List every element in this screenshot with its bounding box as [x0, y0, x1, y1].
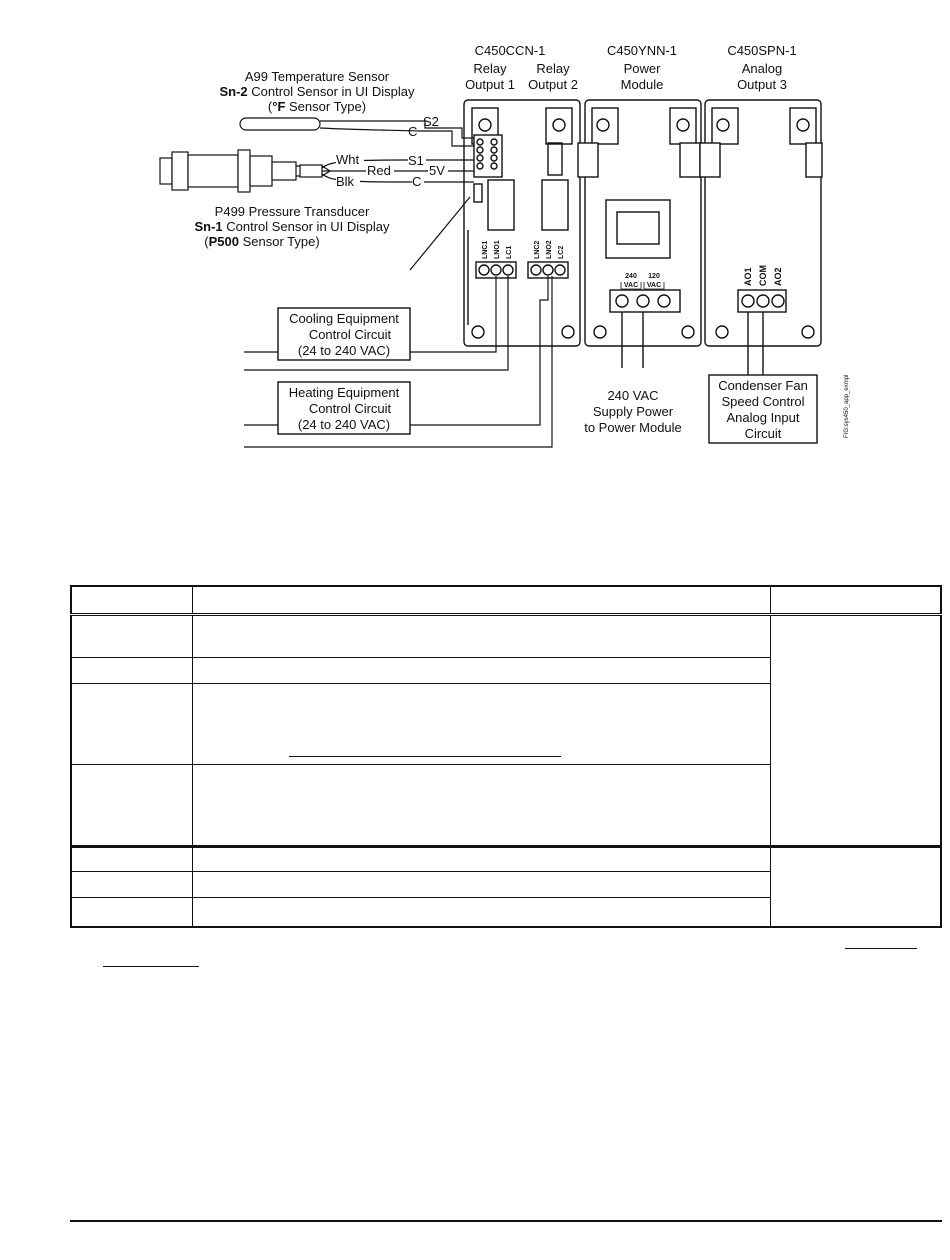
table-row — [70, 845, 942, 927]
specification-table — [70, 585, 942, 928]
power-module — [577, 99, 702, 368]
table-row — [70, 871, 941, 898]
pressure-sensor-type: (P500 Sensor Type) — [204, 234, 319, 249]
wire-label-blk: Blk — [336, 174, 355, 189]
wire-label-wht: Wht — [336, 152, 360, 167]
table-cell — [70, 897, 193, 927]
relay-output2-line1: Relay — [536, 61, 570, 76]
table-cell — [70, 614, 193, 658]
table-cell — [769, 845, 942, 927]
condenser-box-line4: Circuit — [745, 426, 782, 441]
table-header-cell — [70, 585, 193, 616]
relay-output1-line1: Relay — [473, 61, 507, 76]
power-module-line2: Module — [621, 77, 664, 92]
wire-label-s2: S2 — [423, 114, 439, 129]
table-cell — [191, 764, 771, 847]
power-terminal-240: 240 — [625, 273, 637, 280]
cooling-box — [277, 307, 411, 361]
table-cell — [769, 614, 942, 847]
footer-rule — [70, 1220, 942, 1222]
condenser-box-line2: Speed Control — [721, 394, 804, 409]
table-cell — [191, 683, 771, 765]
supply-power-line3: to Power Module — [584, 420, 682, 435]
underline-fragment — [103, 966, 199, 967]
terminal-lno2: LNO2 — [546, 240, 553, 259]
table-row — [70, 897, 941, 927]
temperature-sensor-probe — [239, 117, 474, 147]
table-row — [70, 683, 941, 765]
analog-module — [699, 99, 823, 375]
power-module-line1: Power — [624, 61, 662, 76]
terminal-label-5v: 5V — [429, 163, 445, 178]
underline-fragment — [289, 756, 561, 757]
table-cell — [70, 764, 193, 847]
table-header-cell — [769, 585, 942, 616]
table-row — [70, 614, 942, 847]
wire-label-red: Red — [367, 163, 391, 178]
wire-label-c-temp: C — [408, 124, 417, 139]
terminal-label-s1: S1 — [408, 153, 424, 168]
terminal-lnc2: LNC2 — [534, 241, 541, 259]
analog-module-line1: Analog — [742, 61, 782, 76]
table-header-cell — [191, 585, 771, 616]
underline-fragment — [845, 948, 917, 949]
condenser-box — [708, 374, 818, 444]
figure-code: FIG:sys450_app_exmpl — [844, 375, 850, 438]
table-cell — [70, 845, 193, 872]
terminal-lc2: LC2 — [558, 246, 565, 259]
table-cell — [70, 871, 193, 898]
temp-sensor-label: A99 Temperature Sensor — [245, 69, 390, 84]
condenser-box-line3: Analog Input — [726, 410, 799, 425]
condenser-box-line1: Condenser Fan — [718, 378, 808, 393]
temp-sensor-role: Sn-2 Control Sensor in UI Display — [219, 84, 415, 99]
table-cell — [191, 614, 771, 658]
power-terminal-120-vac: VAC — [647, 282, 661, 289]
relay-module — [463, 99, 581, 347]
table-row — [70, 764, 941, 847]
power-terminal-120: 120 — [648, 273, 660, 280]
power-terminal-240-vac: VAC — [624, 282, 638, 289]
table-cell — [191, 871, 771, 898]
supply-power-line2: Supply Power — [593, 404, 674, 419]
relay-output2-line2: Output 2 — [528, 77, 578, 92]
terminal-ao1: AO1 — [743, 267, 753, 286]
cooling-box-line3: (24 to 240 VAC) — [298, 343, 390, 358]
supply-power-line1: 240 VAC — [607, 388, 658, 403]
temp-sensor-type: (°F Sensor Type) — [268, 99, 366, 114]
power-module-model: C450YNN-1 — [607, 43, 677, 58]
table-cell — [191, 897, 771, 927]
pressure-transducer — [159, 149, 474, 193]
table-cell — [191, 845, 771, 872]
pressure-sensor-label: P499 Pressure Transducer — [215, 204, 370, 219]
terminal-lno1: LNO1 — [494, 240, 501, 259]
relay-output1-line2: Output 1 — [465, 77, 515, 92]
cooling-box-line1: Cooling Equipment — [289, 311, 399, 326]
relay-wiring — [244, 196, 553, 448]
table-cell — [191, 657, 771, 684]
terminal-com: COM — [758, 265, 768, 286]
analog-module-model: C450SPN-1 — [727, 43, 796, 58]
heating-box-line3: (24 to 240 VAC) — [298, 417, 390, 432]
pressure-sensor-role: Sn-1 Control Sensor in UI Display — [194, 219, 390, 234]
relay-module-model: C450CCN-1 — [475, 43, 546, 58]
table-row — [70, 657, 941, 684]
terminal-label-c-pressure: C — [412, 174, 421, 189]
analog-module-line2: Output 3 — [737, 77, 787, 92]
table-cell — [70, 657, 193, 684]
table-header-row — [70, 585, 942, 616]
terminal-lc1: LC1 — [506, 246, 513, 259]
terminal-ao2: AO2 — [773, 267, 783, 286]
wiring-diagram: A99 Temperature Sensor Sn-2 Control Sens… — [159, 43, 850, 448]
heating-box-line2: Control Circuit — [309, 401, 392, 416]
terminal-lnc1: LNC1 — [482, 241, 489, 259]
cooling-box-line2: Control Circuit — [309, 327, 392, 342]
heating-box — [277, 381, 411, 435]
heating-box-line1: Heating Equipment — [289, 385, 400, 400]
table-cell — [70, 683, 193, 765]
